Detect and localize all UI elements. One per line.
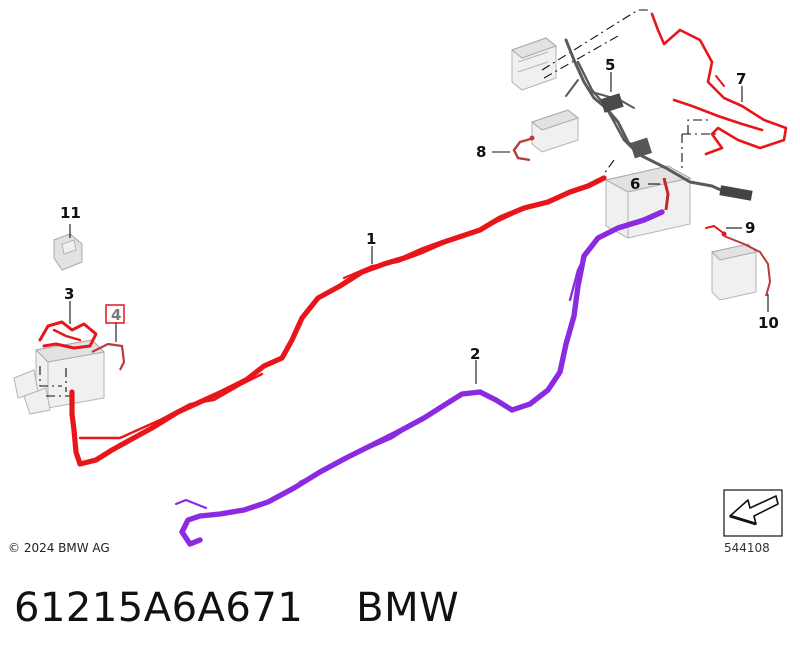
middle-bracket-ghost [530,109,580,153]
left-battery-ghost [13,339,106,415]
callout-4: 4 [111,306,121,324]
callout-1: 1 [366,230,376,248]
part-footer: 61215A6A671 BMW [14,585,459,631]
callout-2: 2 [470,345,480,363]
cable-7 [650,12,788,156]
callout-9: 9 [745,219,755,237]
callout-6: 6 [630,175,640,193]
diagram-code: 544108 [724,541,770,555]
cable-8 [512,135,535,162]
callout-8: 8 [476,143,486,161]
cable-9 [705,225,727,237]
top-bracket-ghost [510,37,558,91]
brand-name: BMW [356,585,460,631]
callout-5: 5 [605,56,615,74]
cable-6 [662,177,670,211]
orientation-arrow-icon [723,489,783,537]
copyright-text: © 2024 BMW AG [8,541,110,555]
harness-5 [564,38,753,201]
callout-10: 10 [758,314,779,332]
part-number: 61215A6A671 [14,585,304,631]
footer-spacer [303,585,356,631]
callout-7: 7 [736,70,746,88]
callout-4-highlight-box [105,304,125,324]
battery-cable-parts-diagram: 1 2 3 4 5 6 7 8 9 10 11 [13,9,788,547]
cable-2 [174,209,665,547]
cable-4 [91,342,126,371]
leader-lines [69,72,769,384]
left-bracket-ghost [53,233,83,271]
assembly-lines [39,9,720,397]
cable-3 [38,320,98,350]
cable-1 [69,175,607,467]
aux-battery-ghost [711,243,757,301]
right-battery-ghost [604,165,692,239]
cable-10 [723,235,772,297]
callout-3: 3 [64,285,74,303]
callout-11: 11 [60,204,81,222]
